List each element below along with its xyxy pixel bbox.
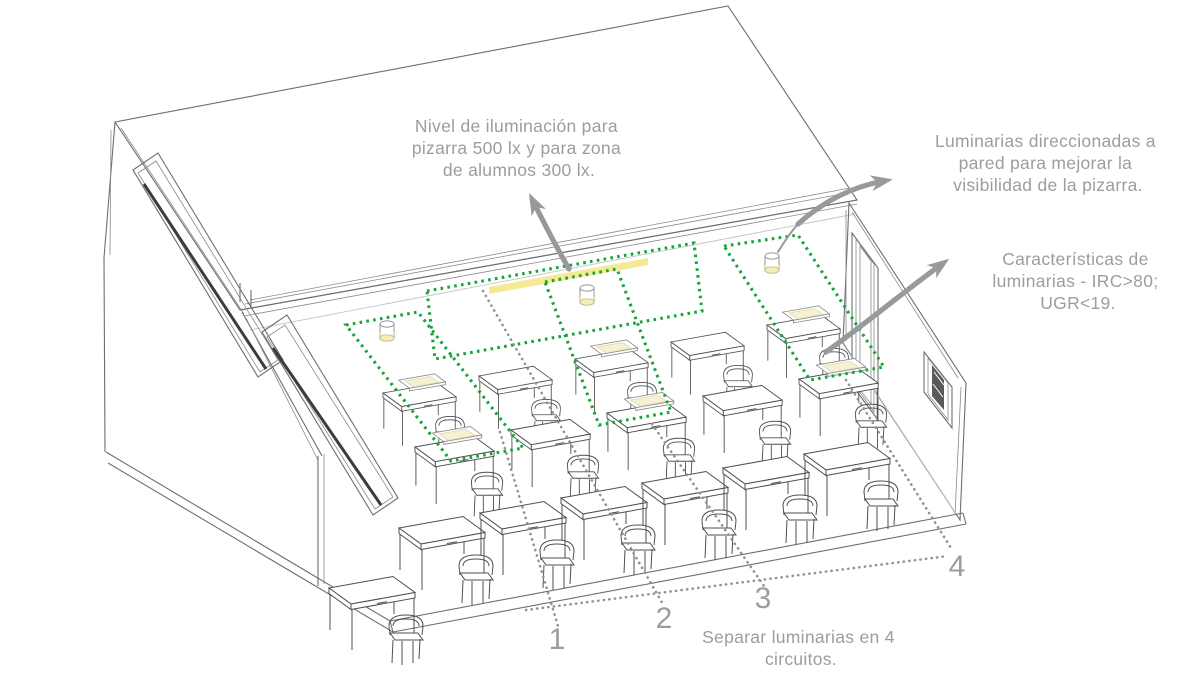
circuit-leaders: 1 2 3 4 (481, 289, 966, 656)
cylinder-luminaire-icon (579, 284, 595, 306)
circuit-zone-1 (343, 310, 526, 463)
annotation-wall-luminaires: Luminarias direccionadas a pared para me… (935, 131, 1161, 195)
circuit-zone-2 (425, 241, 704, 361)
circuit-zone-3 (542, 267, 674, 427)
floor-slab (105, 451, 967, 633)
leader-line-2 (481, 289, 666, 608)
leader-line-3 (650, 422, 766, 588)
circuit-baseline (524, 554, 950, 612)
annotation-luminaire-specs: Características de luminarias - IRC>80; … (992, 249, 1163, 313)
roof-slab (114, 5, 858, 317)
wall-washer-luminaires (379, 252, 780, 342)
window-band-lower (261, 314, 399, 516)
circuit-label-4: 4 (949, 550, 966, 583)
chair (701, 509, 737, 561)
arrow-leader (777, 223, 799, 253)
curved-arrow-icon (795, 175, 893, 227)
circuit-label-1: 1 (549, 623, 566, 656)
annotations: Nivel de iluminación para pizarra 500 lx… (412, 116, 1163, 669)
back-wall (249, 213, 856, 331)
leader-line-1 (498, 430, 560, 628)
chair (782, 494, 818, 546)
circuit-label-3: 3 (755, 582, 772, 615)
annotation-circuits-note: Separar luminarias en 4 circuitos. (702, 627, 900, 669)
cylinder-luminaire-icon (764, 252, 780, 274)
circuit-label-2: 2 (656, 602, 673, 635)
chair (620, 524, 656, 576)
right-wall (842, 201, 967, 522)
left-wall (103, 121, 399, 586)
chair (388, 614, 424, 666)
desks-and-chairs (328, 305, 899, 666)
curved-arrow-icon (528, 192, 572, 272)
curved-arrow-icon (823, 258, 950, 355)
window-band-upper (132, 152, 284, 378)
wall-window (923, 350, 953, 430)
chair (458, 554, 494, 606)
annotation-arrows (528, 175, 950, 355)
circuit-zones (343, 233, 887, 463)
circuit-zone-4 (721, 233, 887, 382)
chair (863, 480, 899, 532)
leader-line-4 (844, 378, 953, 550)
pizarra-light-strip (489, 258, 648, 294)
annotation-illumination-level: Nivel de iluminación para pizarra 500 lx… (412, 116, 626, 180)
cylinder-luminaire-icon (379, 320, 395, 342)
